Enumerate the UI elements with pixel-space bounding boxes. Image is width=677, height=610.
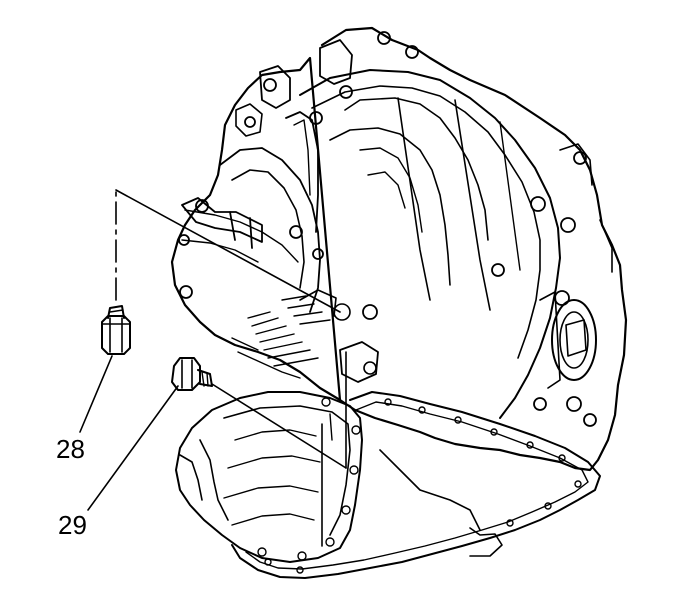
leader-lines [79,189,347,511]
callout-28-label: 28 [56,434,85,464]
oil-pan [231,391,601,579]
case-ribbing [231,295,331,379]
plug-29 [171,357,213,391]
flange-bolt-holes [178,31,597,427]
callout-28-pointer [79,355,113,433]
callout-29-pointer [87,385,179,511]
plug-28 [101,305,131,355]
side-cover [175,391,363,563]
callout-29-label: 29 [58,510,87,540]
transmission-case [170,26,628,472]
